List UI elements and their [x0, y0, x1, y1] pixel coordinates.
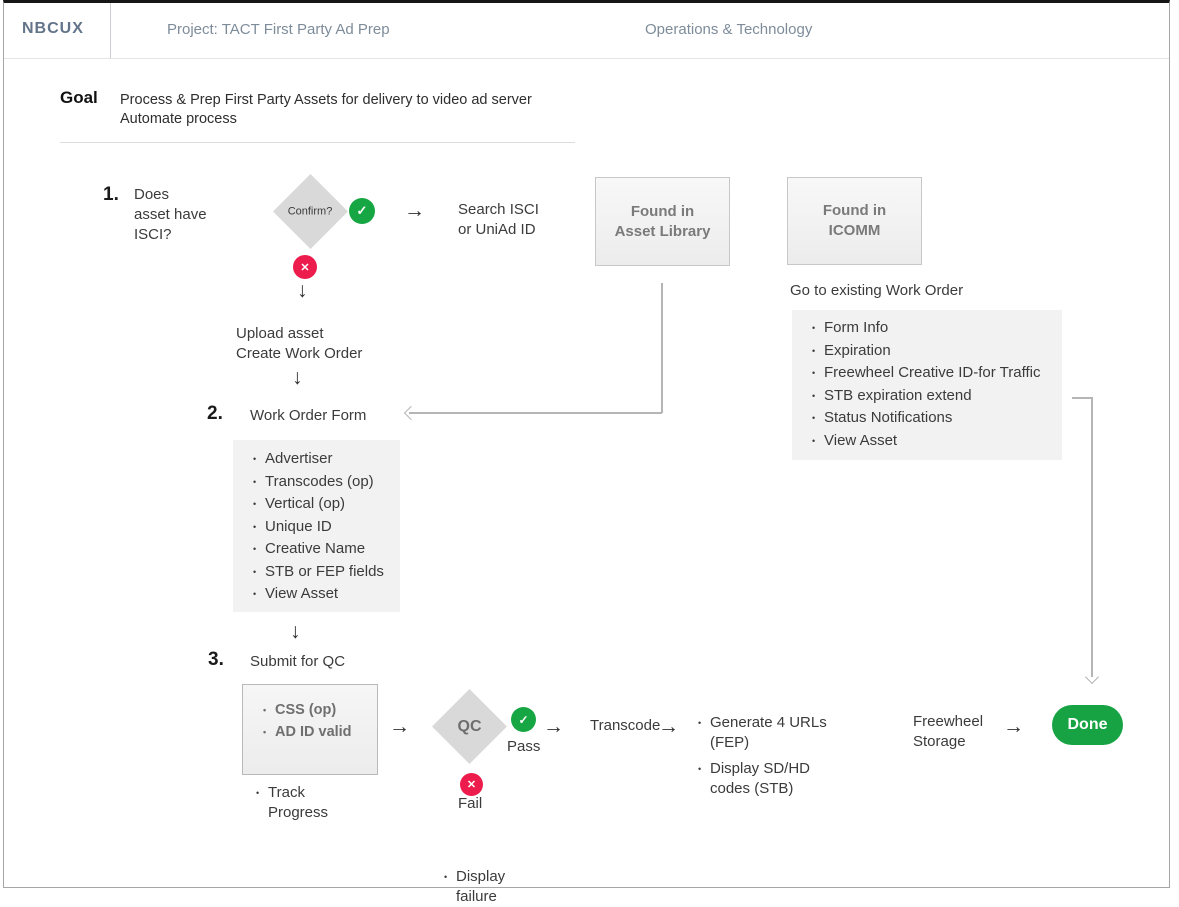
step3-number: 3. — [208, 649, 224, 670]
pass-label: Pass — [507, 738, 541, 755]
list-item: Expiration — [811, 340, 1062, 363]
goal-underline — [60, 142, 575, 143]
list-item: STB or FEP fields — [252, 561, 400, 584]
list-item: Advertiser — [252, 448, 400, 471]
step2-title: Work Order Form — [250, 407, 367, 424]
chevron-down-icon — [1084, 669, 1100, 685]
arrow-right-icon: → — [389, 715, 410, 738]
list-item: CSS (op) — [262, 699, 377, 721]
fail-label: Fail — [458, 795, 483, 812]
connector-icomm-vline — [1091, 397, 1093, 677]
list-item: AD ID valid — [262, 721, 377, 743]
step1-number: 1. — [103, 184, 119, 205]
display-failure-item: Display failure — [443, 867, 1179, 907]
list-item: Unique ID — [252, 516, 400, 539]
arrow-right-icon: → — [543, 715, 564, 738]
x-circle-icon: ✕ — [460, 773, 483, 796]
work-order-form-list: Advertiser Transcodes (op) Vertical (op)… — [233, 440, 400, 612]
arrow-down-icon: ↓ — [290, 620, 301, 643]
arrow-right-icon: → — [404, 199, 425, 222]
list-item: View Asset — [811, 430, 1062, 453]
connector-icomm-hline — [1072, 397, 1092, 399]
transcode-label: Transcode — [590, 717, 661, 734]
check-circle-icon: ✓ — [349, 198, 375, 224]
found-asset-library-card: Found in Asset Library — [595, 177, 730, 266]
list-item: View Asset — [252, 583, 400, 606]
check-circle-icon: ✓ — [511, 707, 536, 732]
list-item: STB expiration extend — [811, 385, 1062, 408]
arrow-down-icon: ↓ — [292, 366, 303, 389]
qc-checklist-card: CSS (op) AD ID valid — [242, 684, 378, 775]
existing-work-order-list: Form Info Expiration Freewheel Creative … — [792, 310, 1062, 460]
brand-logo: NBCUX — [22, 20, 84, 37]
step1-question: Does asset have ISCI? — [134, 186, 207, 243]
connector-asset-library-vline — [661, 283, 663, 413]
qc-decision-diamond: QC — [432, 689, 507, 764]
step2-number: 2. — [207, 403, 223, 424]
arrow-right-icon: → — [1003, 715, 1024, 738]
project-title: Project: TACT First Party Ad Prep — [167, 21, 390, 38]
upload-asset-label: Upload asset Create Work Order — [236, 325, 363, 362]
done-button[interactable]: Done — [1052, 705, 1123, 745]
list-item: Vertical (op) — [252, 493, 400, 516]
list-item: Transcodes (op) — [252, 471, 400, 494]
header-divider — [110, 3, 111, 58]
chevron-left-icon — [403, 405, 419, 421]
confirm-decision-diamond: Confirm? — [273, 174, 348, 249]
list-item: Form Info — [811, 317, 1062, 340]
arrow-right-icon: → — [658, 715, 679, 738]
search-isci-label: Search ISCI or UniAd ID — [458, 201, 539, 238]
list-item: Creative Name — [252, 538, 400, 561]
transcode-outputs: Generate 4 URLs (FEP) Display SD/HD code… — [697, 713, 827, 799]
qc-label: QC — [457, 717, 482, 735]
freewheel-storage-label: Freewheel Storage — [913, 713, 984, 750]
confirm-label: Confirm? — [288, 205, 333, 218]
org-title: Operations & Technology — [645, 21, 813, 38]
list-item: Generate 4 URLs (FEP) — [697, 713, 827, 753]
arrow-down-icon: ↓ — [297, 279, 308, 302]
existing-work-order-title: Go to existing Work Order — [790, 282, 964, 299]
list-item: Display SD/HD codes (STB) — [697, 759, 827, 799]
connector-asset-library-hline — [409, 412, 662, 414]
list-item: Freewheel Creative ID-for Traffic — [811, 362, 1062, 385]
track-progress-item: Track Progress — [255, 783, 1179, 823]
header-bottom-border — [4, 58, 1169, 59]
goal-text: Process & Prep First Party Assets for de… — [120, 92, 532, 127]
step3-title: Submit for QC — [250, 653, 346, 670]
x-circle-icon: ✕ — [293, 255, 317, 279]
goal-label: Goal — [60, 88, 98, 107]
found-icomm-card: Found in ICOMM — [787, 177, 922, 265]
list-item: Status Notifications — [811, 407, 1062, 430]
